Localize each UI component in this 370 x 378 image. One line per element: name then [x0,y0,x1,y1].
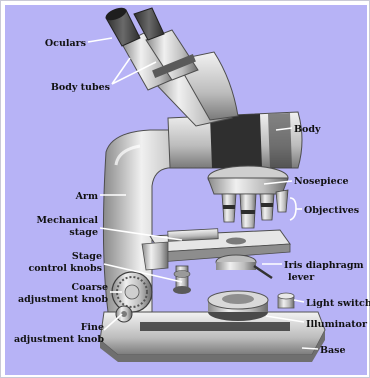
body-tubes-shape [122,30,238,126]
label-objectives: Objectives [304,205,359,216]
fine-adjustment-knob-shape [116,306,132,322]
label-coarse-line1: Coarse [72,282,108,293]
label-nosepiece: Nosepiece [294,176,349,187]
label-iris-line1: Iris diaphragm [284,260,364,271]
label-fine-line2: adjustment knob [14,334,104,345]
label-illuminator: Illuminator [306,319,368,330]
label-body-tubes: Body tubes [51,82,110,93]
label-light-switch: Light switch [306,298,370,309]
leader-objectives-bracket [290,198,296,220]
label-iris-line2: lever [288,272,315,283]
illuminator-shape [208,291,268,321]
label-stage-control-line2: control knobs [29,263,103,274]
label-stage-control-line1: Stage [72,251,102,262]
microscope-illustration [100,5,325,362]
leader-oculars [88,38,112,42]
light-switch-shape [278,293,294,308]
label-coarse-line2: adjustment knob [18,294,108,305]
label-arm: Arm [75,191,98,202]
label-body: Body [294,124,321,135]
leader-base [302,348,318,349]
label-oculars: Oculars [45,38,86,49]
nosepiece-shape [208,166,288,194]
label-mechanical-stage-line1: Mechanical [37,215,99,226]
label-fine-line1: Fine [81,322,104,333]
label-base: Base [320,345,346,356]
iris-diaphragm-shape [216,255,272,278]
leader-light-switch [294,300,304,302]
label-mechanical-stage-line2: stage [69,227,98,238]
body-shape [168,112,302,168]
objectives-shape [222,190,288,228]
